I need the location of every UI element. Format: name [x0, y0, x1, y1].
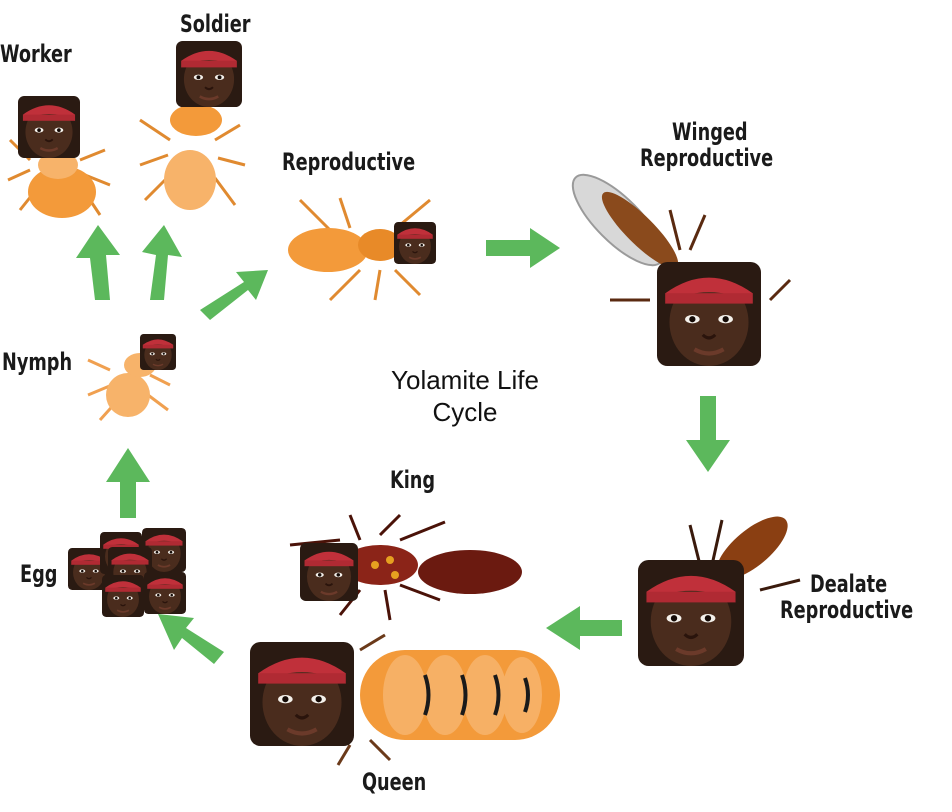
- nymph-termite: [87, 334, 178, 422]
- dealate-reproductive-label-line2: Reproductive: [780, 596, 914, 624]
- diagram-title-line1: Yolamite Life: [391, 365, 539, 395]
- soldier-termite: [139, 40, 246, 210]
- arrow-queen: [546, 606, 622, 650]
- reproductive-termite: [288, 197, 438, 302]
- king-label: King: [390, 466, 436, 494]
- queen-termite: [250, 633, 560, 766]
- dealate-reproductive-termite: [638, 516, 801, 666]
- winged-reproductive-termite: [571, 173, 792, 366]
- arrow-nymph: [106, 448, 150, 518]
- worker-label: Worker: [0, 40, 72, 68]
- winged-reproductive-label-line1: Winged: [672, 118, 748, 146]
- diagram-title-line2: Cycle: [432, 397, 498, 427]
- nymph-label: Nymph: [2, 348, 73, 376]
- reproductive-label: Reproductive: [282, 148, 416, 176]
- king-termite: [289, 513, 522, 621]
- arrow-winged: [486, 228, 560, 268]
- arrow-worker: [76, 225, 120, 300]
- arrow-egg: [158, 614, 224, 664]
- arrow-dealate: [686, 396, 730, 472]
- worker-termite: [7, 96, 111, 218]
- queen-label: Queen: [362, 768, 427, 796]
- winged-reproductive-label-line2: Reproductive: [640, 144, 774, 172]
- soldier-label: Soldier: [180, 10, 251, 38]
- egg-label: Egg: [20, 560, 58, 588]
- arrow-reproductive: [200, 270, 268, 320]
- egg-cluster: [68, 527, 186, 618]
- diagram-title: Yolamite Life Cycle: [360, 364, 570, 428]
- dealate-reproductive-label-line1: Dealate: [810, 570, 888, 598]
- arrow-soldier: [142, 225, 182, 300]
